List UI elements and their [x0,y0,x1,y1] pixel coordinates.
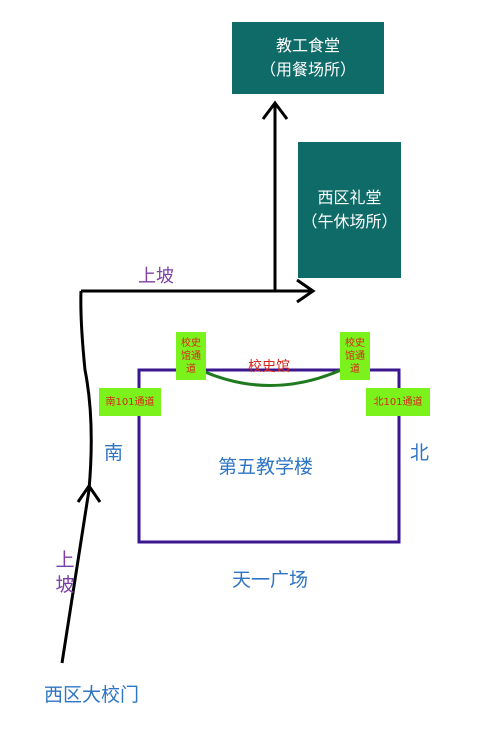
building-label: 第五教学楼 [218,456,314,478]
plaza-label: 天一广场 [232,569,309,591]
history-museum-label: 校史馆 [248,359,290,375]
canteen-box: 教工食堂 （用餐场所） [232,22,384,94]
arrow-up-icon [261,100,289,120]
history-passage-right: 校史 馆通 道 [340,332,370,380]
auditorium-purpose: （午休场所） [301,212,398,231]
arrow-right-icon [296,278,316,304]
uphill-side-char-1: 上 [55,549,75,571]
north-101-passage: 北101通道 [366,388,430,416]
auditorium-box: 西区礼堂 （午休场所） [298,142,401,278]
uphill-side-char-2: 坡 [55,574,75,596]
history-museum-arc [204,368,342,387]
uphill-label-top: 上坡 [138,266,174,287]
west-gate-label: 西区大校门 [44,684,140,706]
north-label: 北 [410,442,430,464]
auditorium-name: 西区礼堂 [317,188,382,207]
building-outline [137,368,401,544]
path-from-gate [60,290,93,664]
arrow-up-on-path-icon [76,483,102,503]
south-label: 南 [104,442,124,464]
uphill-label-side: 上 坡 [54,548,76,598]
canteen-name: 教工食堂 [275,36,340,55]
south-101-passage: 南101通道 [99,388,161,416]
canteen-purpose: （用餐场所） [259,60,356,79]
history-passage-left: 校史 馆通 道 [176,332,206,380]
